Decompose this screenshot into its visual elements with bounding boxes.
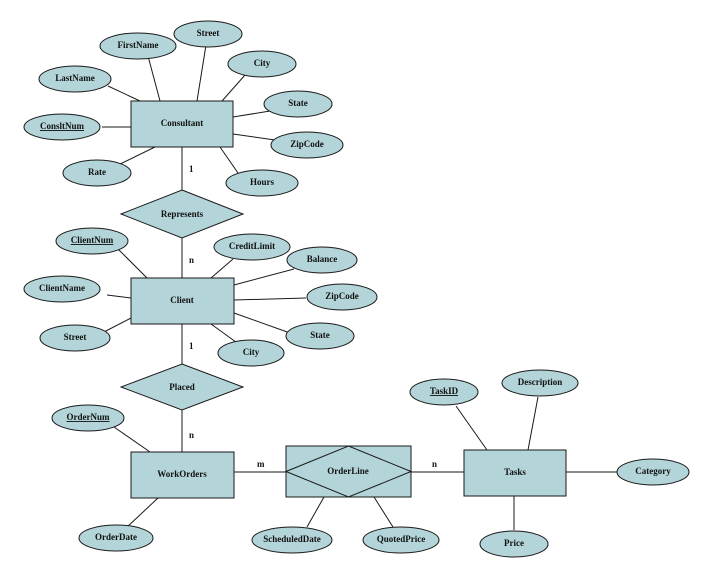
svg-text:TaskID: TaskID [430, 386, 459, 396]
attr-tasks-category: Category [616, 458, 690, 486]
connector-line [115, 146, 156, 167]
svg-text:City: City [254, 58, 271, 68]
svg-text:ClientNum: ClientNum [71, 235, 114, 245]
attr-consultant-state: State [263, 90, 333, 118]
represents-label: Represents [161, 209, 204, 219]
attr-client-balance: Balance [286, 246, 358, 274]
workorders-label: WorkOrders [157, 469, 207, 479]
attr-tasks-description: Description [501, 369, 579, 397]
svg-text:State: State [288, 98, 308, 108]
attr-orderline-scheduleddate: ScheduledDate [251, 526, 333, 554]
attr-consultant-rate: Rate [62, 159, 132, 187]
consultant-entity: Consultant [130, 100, 234, 148]
connector-line [107, 85, 141, 102]
svg-text:QuotedPrice: QuotedPrice [377, 534, 426, 544]
tasks-entity: Tasks [463, 449, 567, 497]
cardinality-label: n [432, 459, 437, 469]
cardinality-label: n [189, 430, 194, 440]
svg-text:ZipCode: ZipCode [325, 291, 359, 301]
attr-consultant-zipcode: ZipCode [270, 131, 344, 159]
svg-text:ZipCode: ZipCode [290, 139, 324, 149]
attr-client-clientname: ClientName [23, 275, 101, 303]
connector-line [233, 268, 295, 286]
connector-line [196, 44, 207, 102]
connector-line [233, 297, 307, 301]
connector-line [210, 258, 234, 279]
connector-line [373, 496, 394, 528]
workorders-entity: WorkOrders [130, 451, 235, 499]
connector-line [232, 110, 271, 118]
svg-text:Street: Street [197, 28, 220, 38]
svg-text:OrderNum: OrderNum [67, 412, 110, 422]
connector-line [147, 55, 161, 102]
connector-line [306, 496, 325, 528]
orderline-associative-entity: OrderLine [284, 445, 413, 498]
svg-text:State: State [310, 330, 330, 340]
attr-client-clientnum-key: ClientNum [55, 227, 129, 255]
svg-text:ScheduledDate: ScheduledDate [263, 534, 321, 544]
placed-label: Placed [169, 382, 195, 392]
client-label: Client [170, 295, 194, 305]
attr-consultant-firstname: FirstName [99, 32, 177, 60]
attr-tasks-price: Price [479, 530, 549, 558]
attr-client-creditlimit: CreditLimit [213, 233, 291, 261]
tasks-label: Tasks [504, 467, 526, 477]
svg-text:Description: Description [518, 377, 563, 387]
placed-relationship: Placed [119, 363, 245, 411]
attr-workorders-ordernum-key: OrderNum [51, 404, 125, 432]
svg-text:OrderDate: OrderDate [95, 532, 137, 542]
svg-text:Price: Price [504, 538, 524, 548]
svg-text:CreditLimit: CreditLimit [229, 241, 275, 251]
cardinality-label: m [257, 459, 265, 469]
attr-client-street: Street [39, 324, 111, 352]
attr-consultant-consltnum-key: ConsltNum [23, 113, 101, 141]
attr-consultant-city: City [227, 50, 297, 78]
cardinality-labels: 1 n 1 n m n [189, 164, 437, 469]
connector-line [455, 405, 488, 451]
svg-text:Hours: Hours [250, 177, 275, 187]
connector-line [125, 497, 159, 529]
connector-line [117, 248, 148, 279]
connector-line [221, 74, 246, 102]
attr-client-zipcode: ZipCode [306, 283, 378, 311]
connector-line [233, 312, 291, 334]
attr-workorders-orderdate: OrderDate [78, 524, 154, 552]
connector-line [219, 146, 239, 174]
consultant-label: Consultant [161, 118, 204, 128]
svg-text:Rate: Rate [88, 167, 106, 177]
attr-consultant-lastname: LastName [38, 65, 112, 93]
connector-line [113, 426, 151, 453]
client-entity: Client [130, 277, 235, 325]
svg-text:LastName: LastName [55, 73, 95, 83]
connector-line [232, 133, 276, 141]
attr-client-city: City [217, 339, 285, 367]
attr-consultant-hours: Hours [225, 169, 299, 197]
cardinality-label: 1 [189, 341, 194, 351]
attr-consultant-street: Street [173, 20, 243, 48]
orderline-label: OrderLine [327, 466, 369, 476]
cardinality-label: 1 [189, 164, 194, 174]
svg-text:Street: Street [64, 332, 87, 342]
connector-line [527, 396, 539, 451]
connector-lines [101, 44, 617, 530]
svg-text:Category: Category [635, 466, 671, 476]
connector-line [101, 317, 132, 334]
svg-text:FirstName: FirstName [118, 40, 159, 50]
represents-relationship: Represents [119, 189, 245, 239]
attr-tasks-taskid-key: TaskID [409, 378, 479, 406]
attr-orderline-quotedprice: QuotedPrice [362, 526, 440, 554]
svg-text:ConsltNum: ConsltNum [40, 121, 85, 131]
cardinality-label: n [189, 255, 194, 265]
svg-text:Balance: Balance [307, 254, 338, 264]
connector-line [106, 294, 132, 299]
svg-text:City: City [243, 347, 260, 357]
svg-text:ClientName: ClientName [39, 283, 85, 293]
attr-client-state: State [285, 322, 355, 350]
